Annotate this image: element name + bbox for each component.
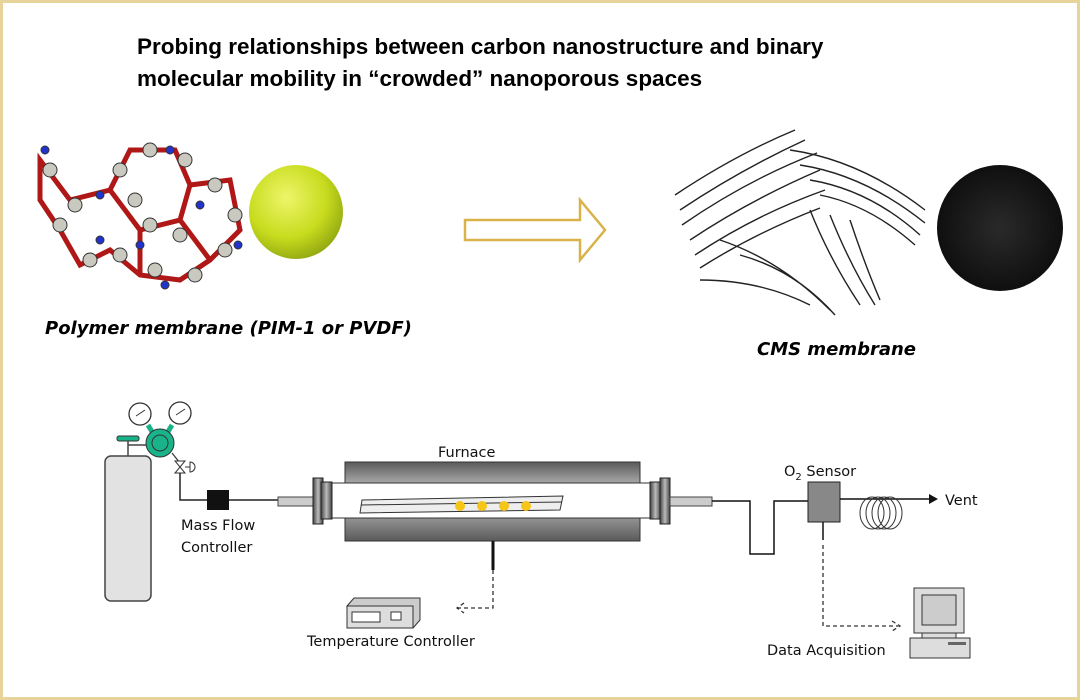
gas-cylinder: [104, 401, 196, 602]
temperature-controller-label: Temperature Controller: [306, 634, 475, 650]
transform-arrow-icon: [463, 196, 607, 264]
polymer-molecule-image: [37, 142, 243, 290]
membrane-samples: [455, 501, 531, 511]
mfc-label-2: Controller: [181, 540, 252, 556]
cms-membrane-disc: [937, 165, 1063, 291]
furnace: [277, 461, 713, 542]
cms-membrane-caption: CMS membrane: [757, 339, 916, 360]
pressure-gauge-icon: [128, 402, 152, 426]
polymer-membrane-caption: Polymer membrane (PIM-1 or PVDF): [45, 318, 412, 339]
temperature-controller-device: [346, 597, 421, 629]
o2-sensor-label: O2 Sensor: [784, 464, 856, 483]
vent-label: Vent: [945, 493, 978, 509]
o2-sensor: [807, 481, 841, 523]
mass-flow-controller: [207, 490, 229, 510]
furnace-label: Furnace: [438, 445, 495, 461]
cms-nanostructure-image: [674, 129, 926, 316]
mfc-label-1: Mass Flow: [181, 518, 255, 534]
data-acquisition-label: Data Acquisition: [767, 643, 886, 659]
pressure-gauge-icon: [168, 401, 192, 425]
computer-icon: [909, 587, 971, 659]
title-line-1: Probing relationships between carbon nan…: [137, 34, 824, 59]
coil-icon: [859, 496, 903, 530]
valve-icon: [173, 460, 187, 474]
polymer-membrane-sphere: [249, 165, 343, 259]
title-line-2: molecular mobility in “crowded” nanoporo…: [137, 66, 702, 91]
